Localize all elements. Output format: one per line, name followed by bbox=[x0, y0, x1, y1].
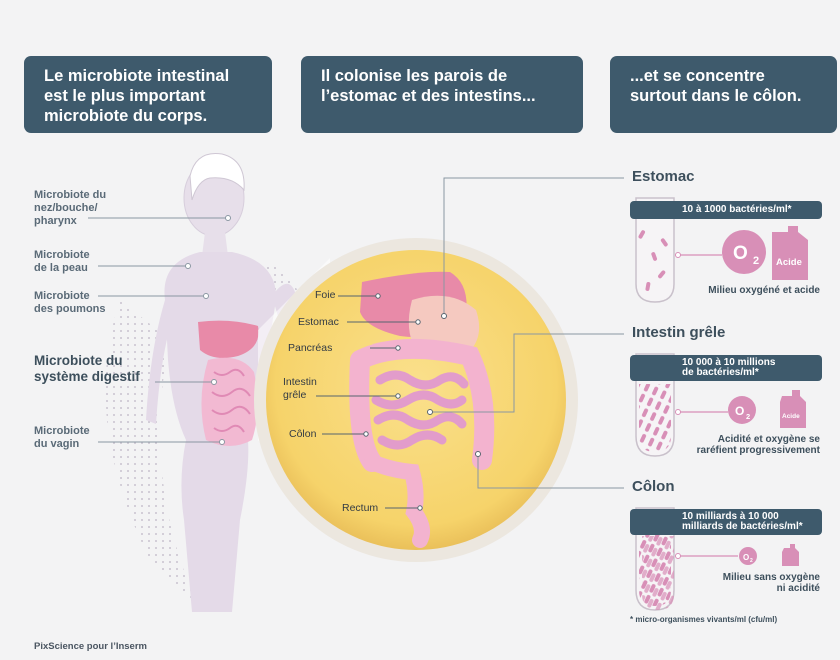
caption-stomach: Milieu oxygéné et acide bbox=[708, 285, 820, 296]
small-intestine bbox=[371, 370, 469, 450]
label-liver: Foie bbox=[315, 289, 336, 301]
acid-bottle-icon-colon bbox=[782, 544, 799, 566]
label-nose-mouth: Microbiote du nez/bouche/ pharynx bbox=[34, 189, 107, 227]
rectum bbox=[364, 454, 430, 548]
label-digestive: Microbiote du système digestif bbox=[34, 353, 140, 384]
count-band-small-intestine: 10 000 à 10 millions de bactéries/ml* bbox=[630, 355, 822, 381]
header-box-1: Le microbiote intestinal est le plus imp… bbox=[24, 56, 272, 133]
label-lungs: Microbiote des poumons bbox=[34, 290, 106, 315]
acid-text-stomach: Acide bbox=[776, 257, 802, 268]
credit: PixScience pour l’Inserm bbox=[34, 641, 147, 652]
o2-icon-small-intestine bbox=[728, 396, 756, 424]
o2-text-colon: O bbox=[743, 553, 749, 562]
header-box-3: ...et se concentre surtout dans le côlon… bbox=[610, 56, 837, 133]
stomach-tube bbox=[635, 197, 675, 303]
acid-bottle-icon-stomach bbox=[772, 226, 808, 280]
o2-text-small-intestine: O bbox=[735, 404, 744, 418]
label-colon: Côlon bbox=[289, 428, 317, 440]
caption-colon: Milieu sans oxygène ni acidité bbox=[722, 572, 820, 594]
label-rectum: Rectum bbox=[342, 502, 379, 514]
header-box-2: Il colonise les parois de l’estomac et d… bbox=[301, 56, 583, 133]
o2-sub-colon: 2 bbox=[750, 558, 753, 564]
count-band-stomach: 10 à 1000 bactéries/ml* bbox=[630, 201, 822, 219]
section-title-colon: Côlon bbox=[632, 478, 675, 495]
o2-icon-stomach bbox=[722, 230, 766, 274]
label-vagina: Microbiote du vagin bbox=[34, 425, 90, 450]
o2-text-stomach: O bbox=[733, 243, 748, 264]
acid-bottle-icon-small-intestine bbox=[780, 390, 806, 428]
digestive-system bbox=[349, 271, 495, 548]
section-title-stomach: Estomac bbox=[632, 168, 695, 185]
label-stomach: Estomac bbox=[298, 316, 339, 328]
o2-sub-stomach: 2 bbox=[753, 255, 759, 267]
label-small-intestine: Intestin grêle bbox=[283, 376, 317, 401]
count-band-colon: 10 milliards à 10 000 milliards de bacté… bbox=[630, 509, 822, 535]
body-liver bbox=[198, 320, 259, 358]
o2-sub-small-intestine: 2 bbox=[746, 412, 750, 421]
body-intestine bbox=[201, 357, 258, 446]
footnote: * micro-organismes vivants/ml (cfu/ml) bbox=[630, 615, 778, 624]
acid-text-small-intestine: Acide bbox=[782, 413, 800, 420]
skin-dots-left bbox=[105, 300, 200, 610]
label-pancreas: Pancréas bbox=[288, 342, 333, 354]
label-skin: Microbiote de la peau bbox=[34, 249, 90, 274]
caption-small-intestine: Acidité et oxygène se raréfient progress… bbox=[696, 434, 820, 456]
section-title-small-intestine: Intestin grêle bbox=[632, 324, 726, 341]
o2-icon-colon bbox=[739, 547, 757, 565]
